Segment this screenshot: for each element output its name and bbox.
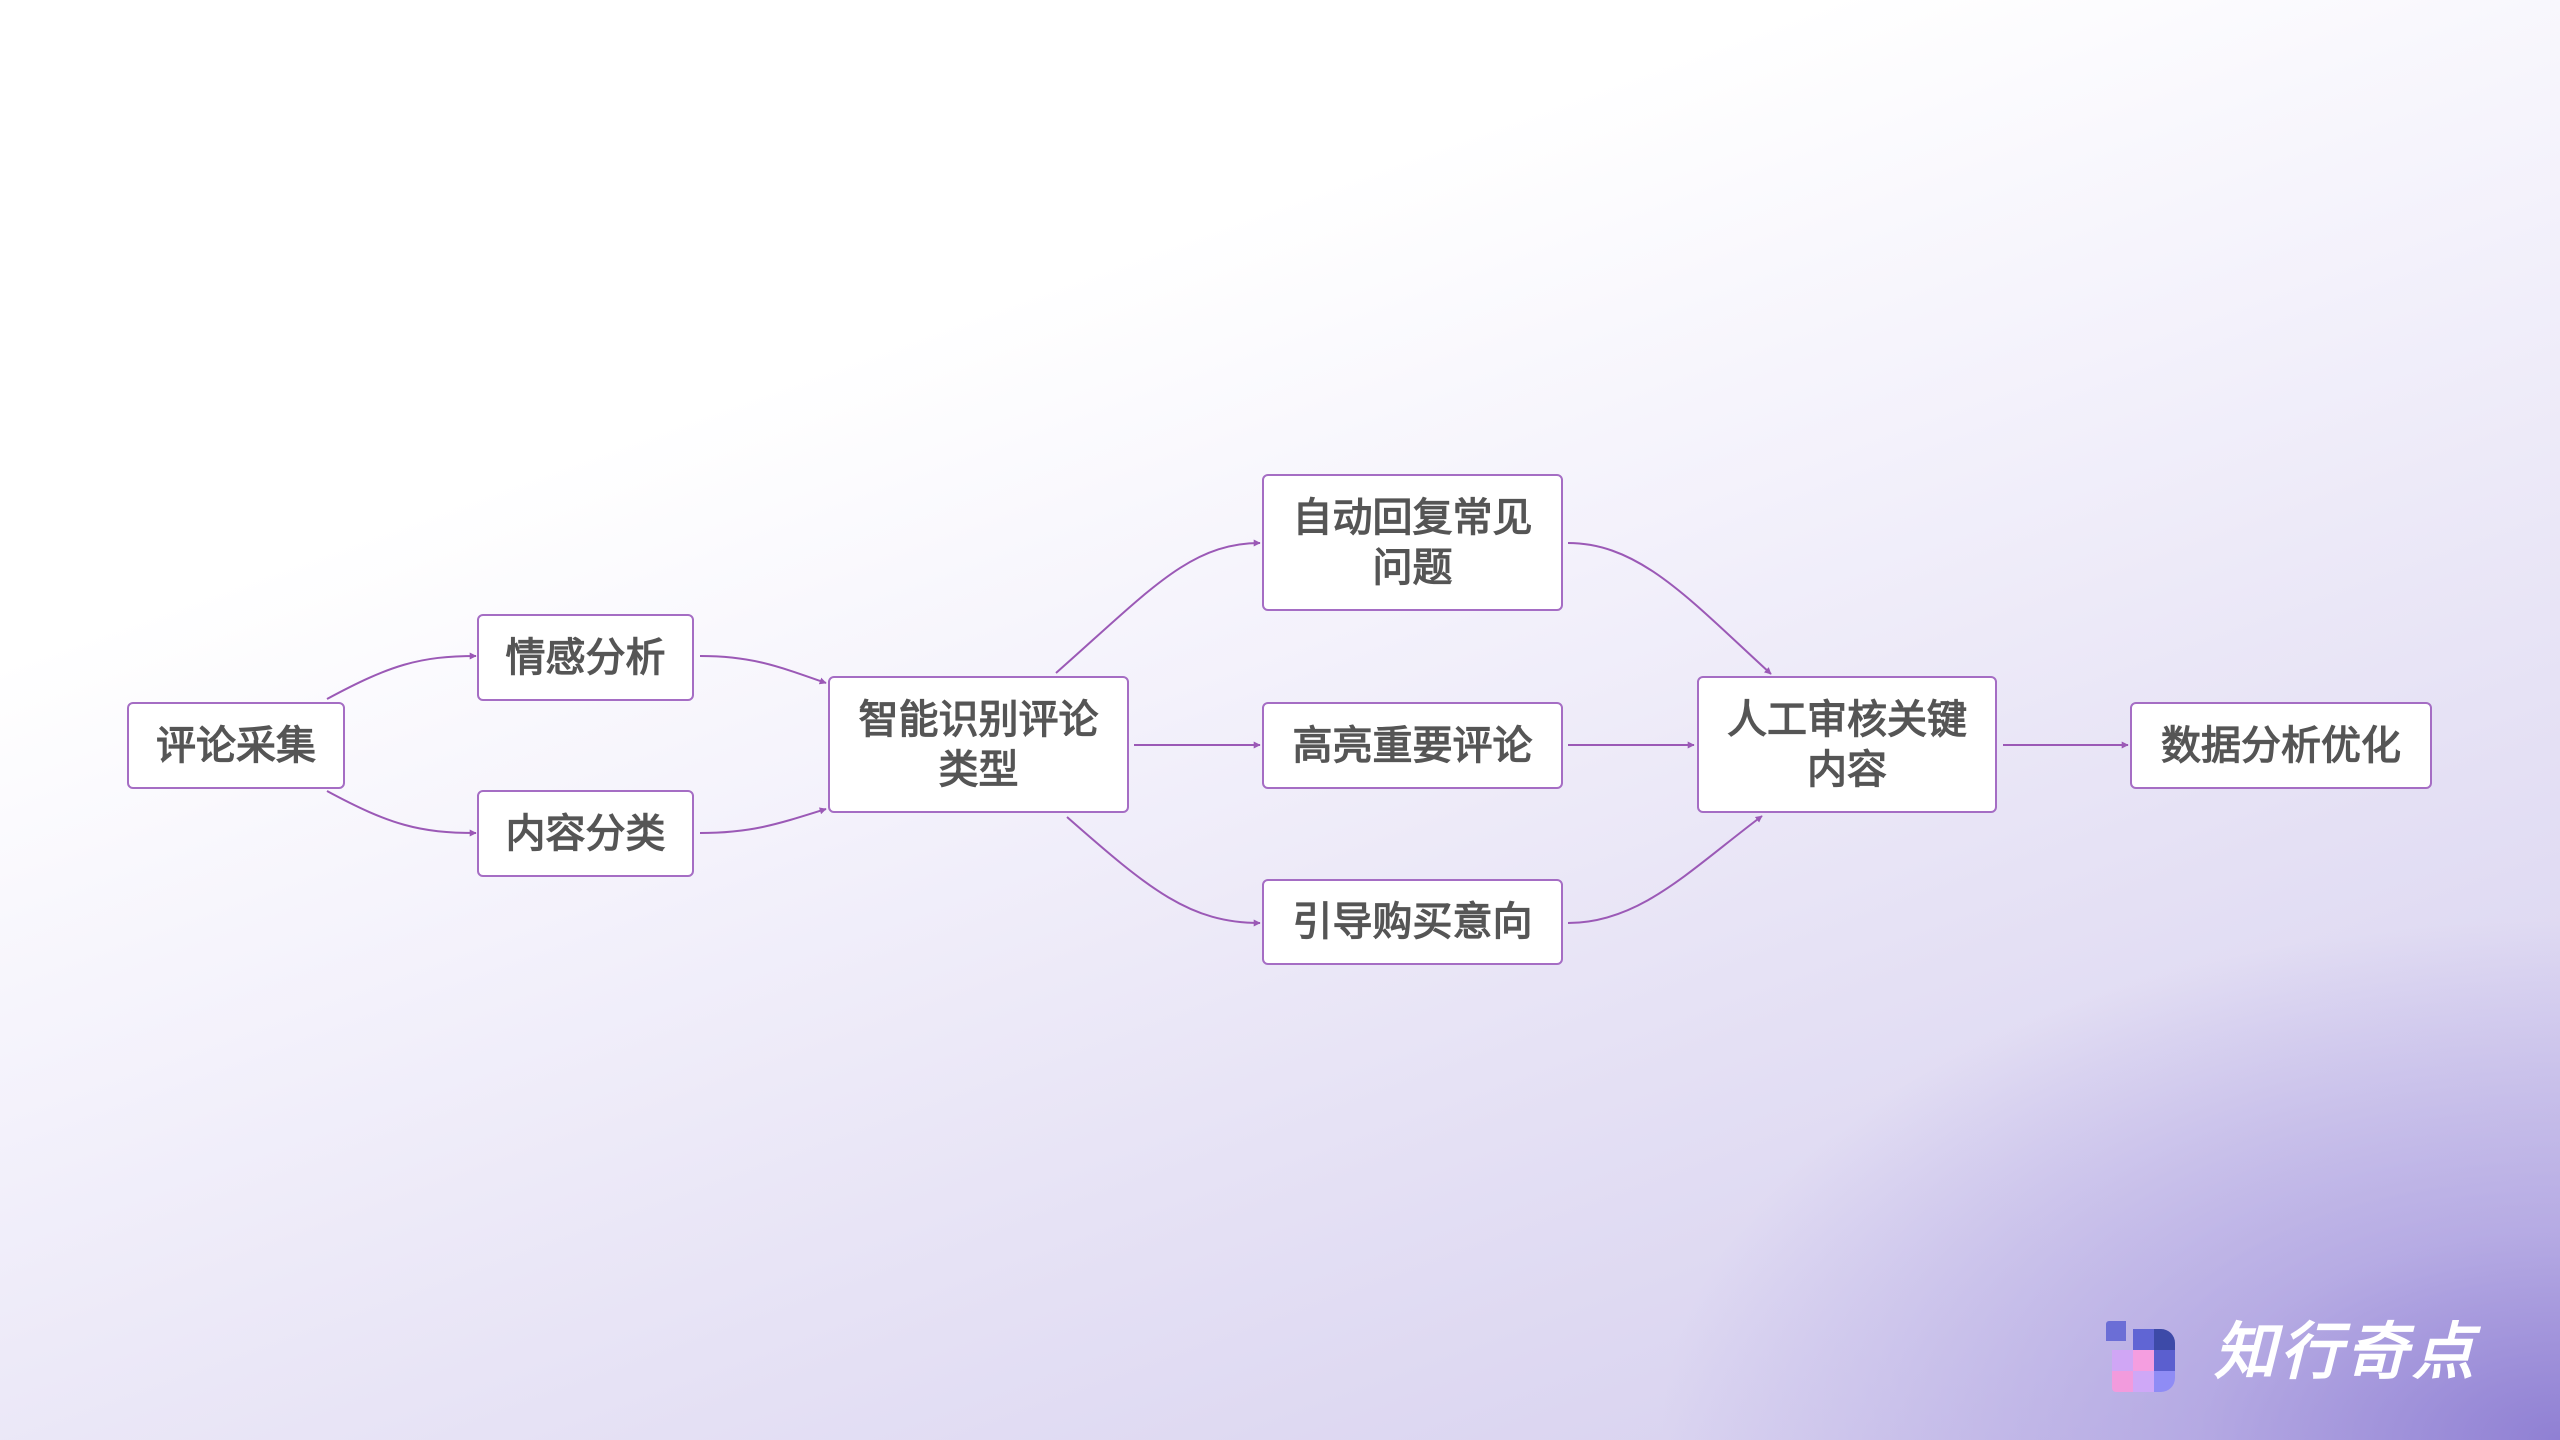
edge-autoreply-review [1567,542,1772,675]
node-label: 引导购买意向 [1292,899,1533,945]
node-highlight-important[interactable]: 高亮重要评论 [1262,702,1563,789]
node-label: 智能识别评论 类型 [858,696,1099,793]
node-label: 评论采集 [156,722,316,769]
edge-guide-review [1567,815,1763,924]
node-label: 内容分类 [505,810,666,857]
node-label: 自动回复常见 问题 [1292,494,1533,591]
node-identify-comment-type[interactable]: 智能识别评论 类型 [828,676,1129,813]
node-content-classification[interactable]: 内容分类 [477,790,694,877]
brand-name: 知行奇点 [2214,1315,2479,1388]
node-comment-collection[interactable]: 评论采集 [127,702,345,789]
node-guide-purchase-intent[interactable]: 引导购买意向 [1262,879,1563,965]
node-label: 数据分析优化 [2161,722,2401,769]
pixel-grid-logo-icon [2100,1313,2178,1392]
edge-sentiment-identify [699,655,827,685]
node-auto-reply-faq[interactable]: 自动回复常见 问题 [1262,474,1563,611]
brand-logo: 知行奇点 [2100,1312,2478,1392]
node-sentiment-analysis[interactable]: 情感分析 [477,614,694,701]
edge-classify-identify [699,807,827,834]
node-label: 情感分析 [505,634,666,681]
edge-collect-classify [326,790,477,837]
node-manual-review[interactable]: 人工审核关键 内容 [1697,676,1997,813]
edge-identify-guide [1066,816,1261,927]
node-label: 高亮重要评论 [1292,722,1533,769]
edge-collect-sentiment [326,652,477,700]
node-label: 人工审核关键 内容 [1727,696,1967,793]
edge-identify-autoreply [1055,539,1261,674]
node-data-analysis-optimize[interactable]: 数据分析优化 [2130,702,2432,789]
